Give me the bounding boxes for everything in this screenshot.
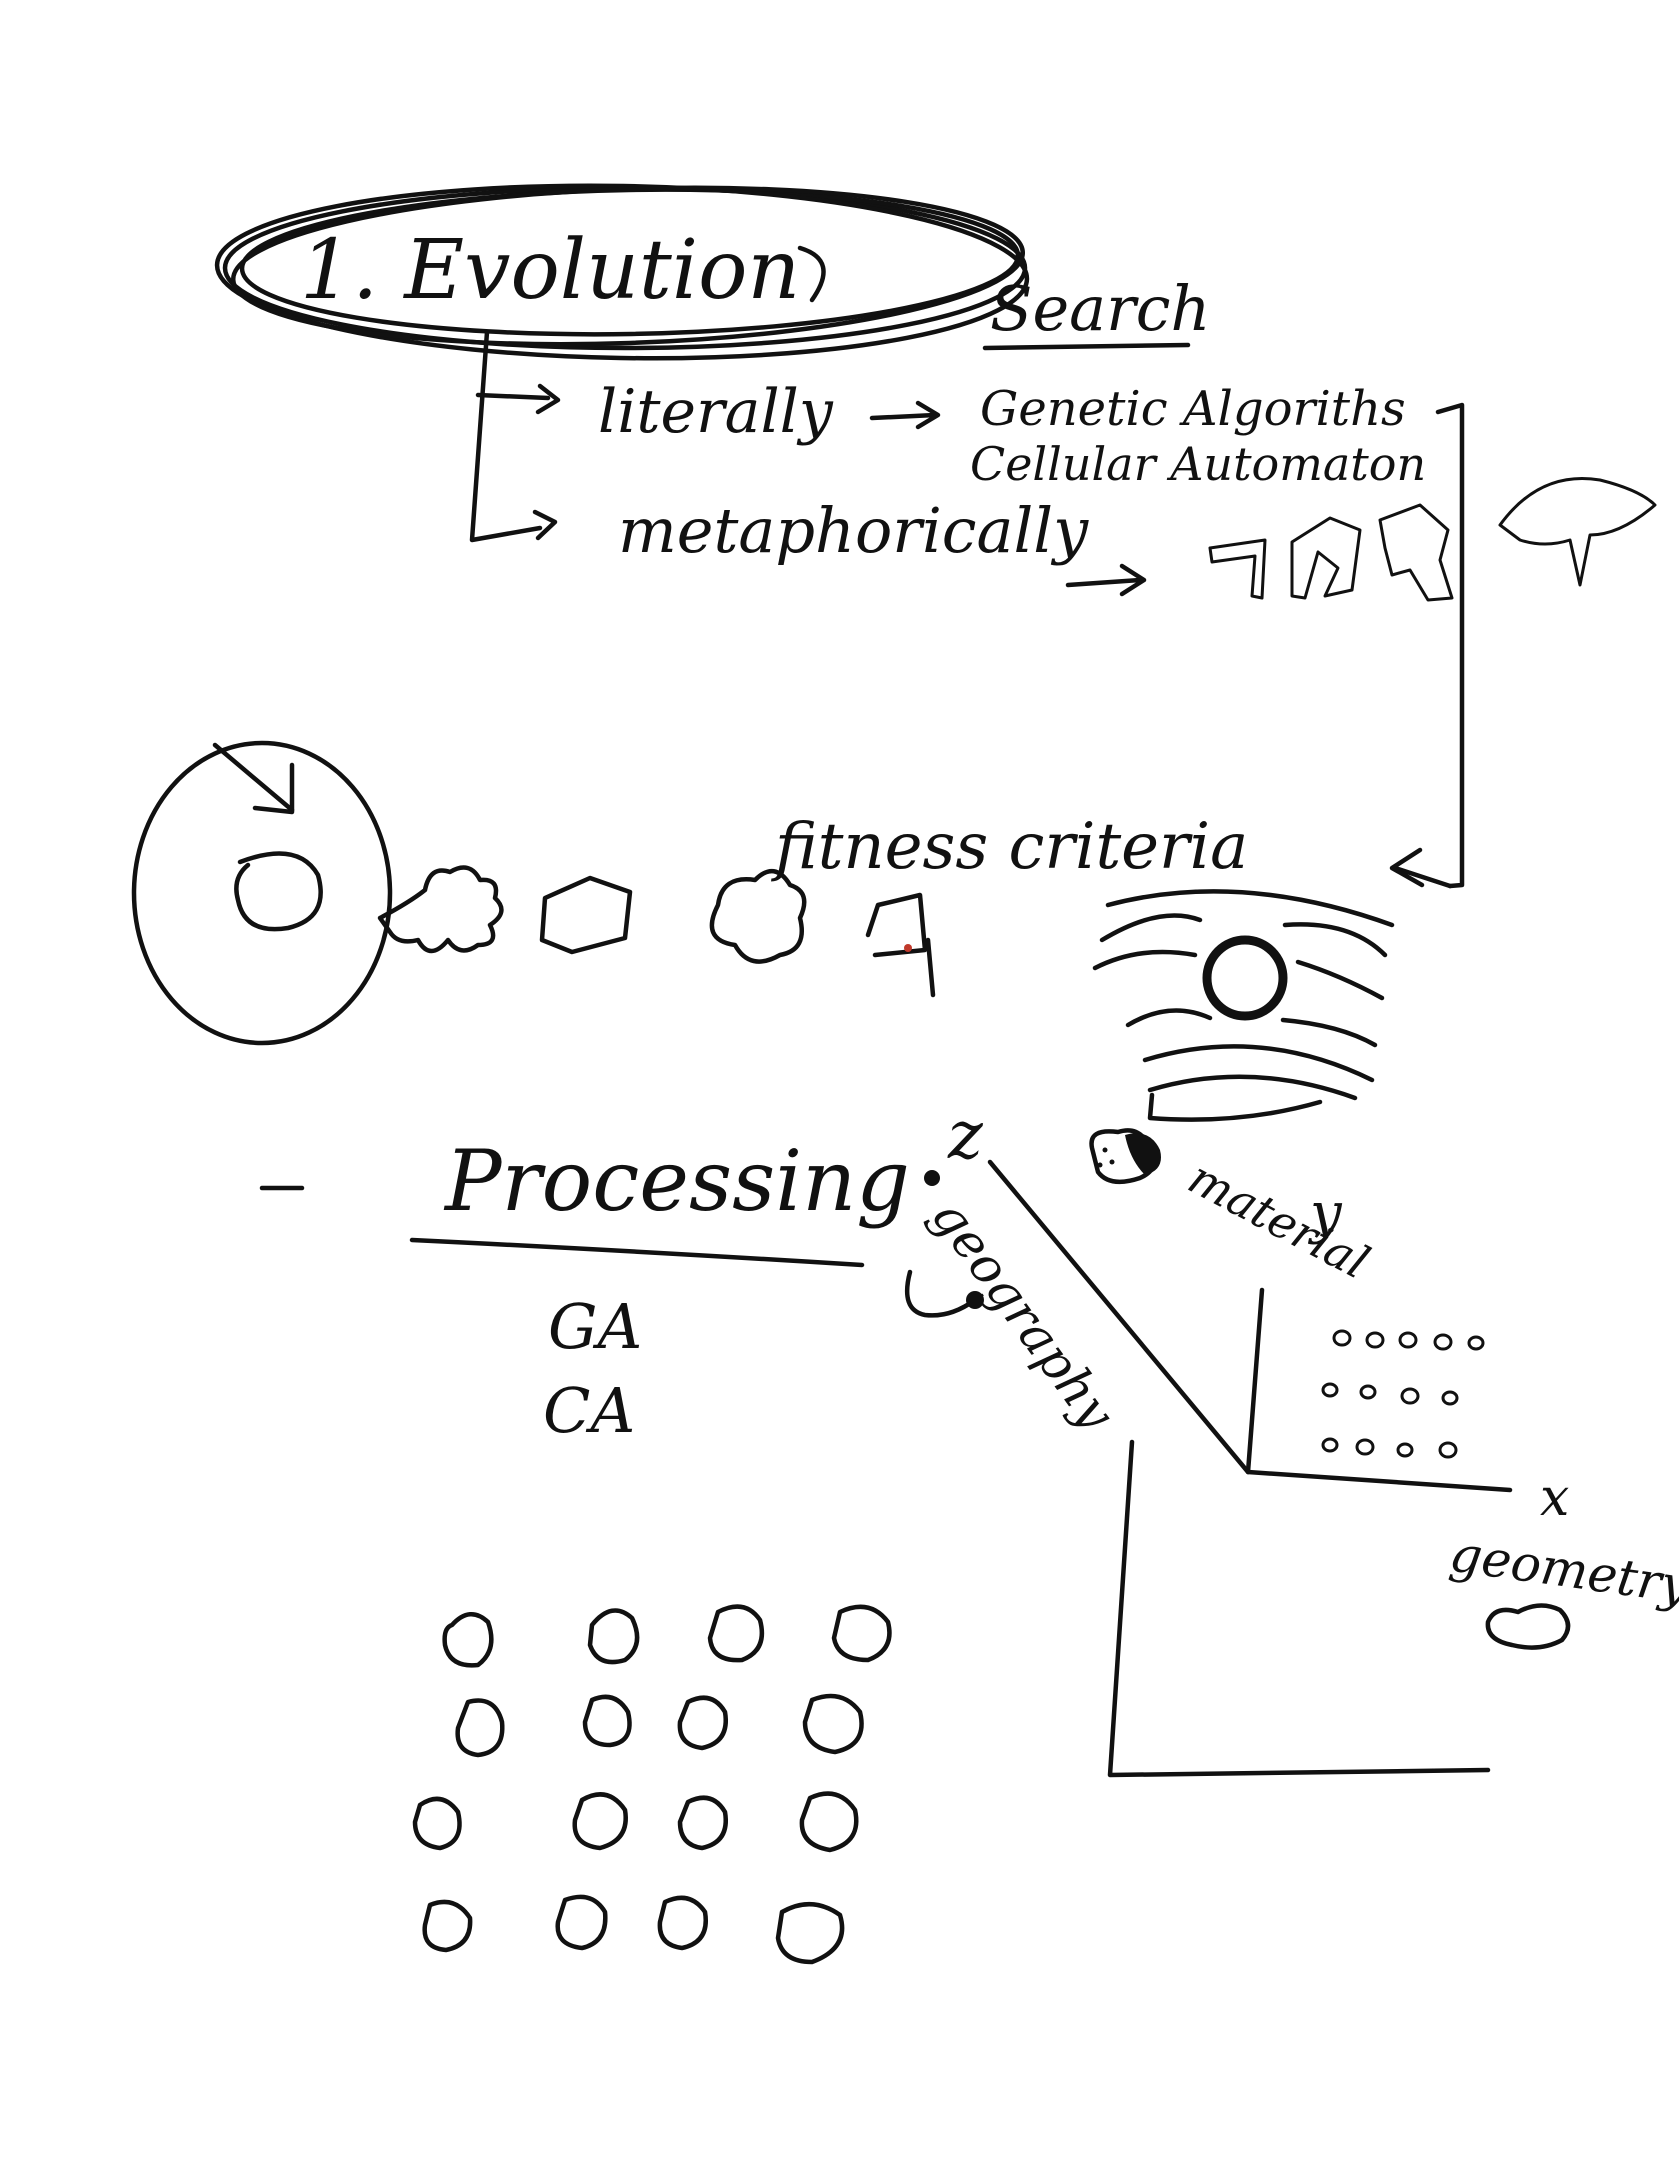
search-heading: Search [982, 272, 1210, 351]
feedback-connector [1389, 402, 1465, 889]
material-dot-matrix [1321, 1329, 1485, 1459]
search-label: Search [990, 272, 1210, 345]
x-axis-label: x [1540, 1468, 1569, 1528]
literally-label: literally [598, 377, 834, 447]
processing-heading: Processing [259, 1132, 910, 1268]
empty-frame [1107, 1439, 1491, 1778]
literally-arrow [869, 400, 941, 430]
metaphorically-label: metaphorically [618, 494, 1089, 567]
y-axis-label: y [1307, 1181, 1343, 1246]
evolution-heading: 1. Evolution [214, 183, 1030, 361]
geometry-label: geometry [1446, 1524, 1679, 1615]
processing-label: Processing [443, 1132, 910, 1230]
material-blob [1089, 1128, 1161, 1185]
branch-arrows [469, 329, 561, 543]
cellular-automaton-label: Cellular Automaton [970, 437, 1426, 491]
selection-loop [131, 740, 393, 1046]
ca-label: CA [543, 1374, 635, 1447]
z-axis-label: z [947, 1097, 984, 1174]
ga-label: GA [548, 1290, 642, 1363]
metaphor-shapes [1208, 476, 1657, 602]
geometry-blob [1485, 1603, 1571, 1650]
genetic-algorithms-label: Genetic Algoriths [980, 381, 1406, 437]
metaphorically-arrow [1065, 563, 1147, 597]
design-space-axes [987, 1159, 1513, 1493]
eye-contours [1092, 889, 1395, 1122]
material-label: material [1180, 1150, 1378, 1290]
evolving-forms [377, 865, 936, 998]
evolution-label: 1. Evolution [300, 223, 800, 318]
fitness-criteria-label: fitness criteria [771, 810, 1248, 884]
circle-grid [412, 1604, 892, 1965]
red-dot [904, 944, 912, 952]
geography-marker [904, 1170, 984, 1318]
